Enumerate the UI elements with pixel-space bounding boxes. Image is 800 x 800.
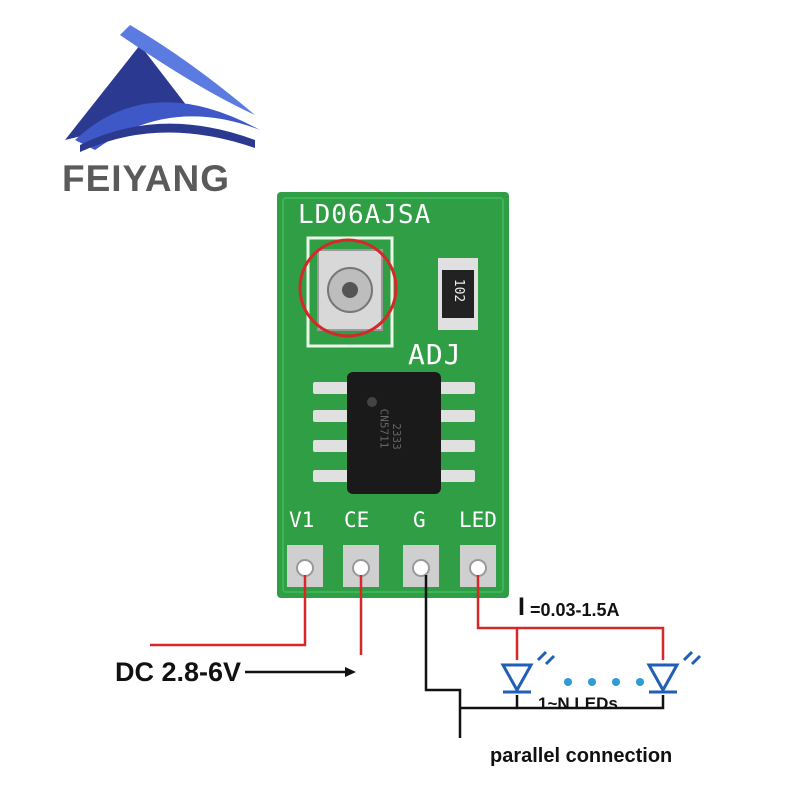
arrow-head xyxy=(345,667,356,677)
adjust-label: ADJ xyxy=(408,338,462,371)
resistor-code: 102 xyxy=(451,278,467,303)
pin-label-led: LED xyxy=(459,508,497,532)
pin-label-v1: V1 xyxy=(289,508,315,532)
chip-pin1-dot xyxy=(367,397,377,407)
led-ellipsis xyxy=(564,678,644,686)
pcb-outline xyxy=(282,197,504,593)
feiyang-logo xyxy=(65,25,260,152)
chip-marking-1: CN5711 xyxy=(377,408,391,449)
supply-voltage: DC 2.8-6V xyxy=(115,657,242,687)
led-right xyxy=(646,650,702,694)
pin-label-ce: CE xyxy=(344,508,370,532)
smd-resistor xyxy=(438,258,478,330)
chip-pads xyxy=(313,382,475,482)
brand-name: FEIYANG xyxy=(62,158,231,199)
current-value: =0.03-1.5A xyxy=(530,600,620,620)
wire-led-return xyxy=(515,695,665,710)
board-model-label: LD06AJSA xyxy=(298,200,432,230)
wiring xyxy=(150,575,665,738)
chip-marking-2: 2333 xyxy=(389,423,403,450)
connection-type: parallel connection xyxy=(490,745,673,767)
highlight-circle xyxy=(298,238,398,338)
wire-ground xyxy=(424,575,462,738)
pin-label-g: G xyxy=(413,508,426,532)
potentiometer xyxy=(298,236,398,348)
led-count: 1~N LEDs xyxy=(538,694,618,713)
led-left xyxy=(500,650,556,694)
wire-led-plus xyxy=(476,575,665,660)
current-symbol: I xyxy=(518,593,525,621)
wire-v1 xyxy=(150,575,307,647)
